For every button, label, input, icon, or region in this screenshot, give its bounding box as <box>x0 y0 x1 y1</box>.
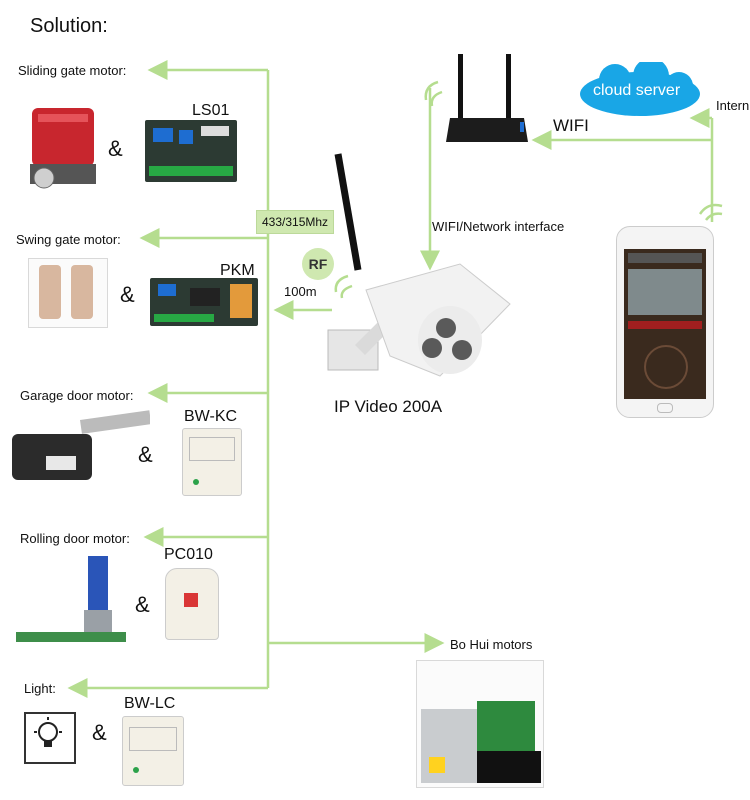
bwkc-module-image <box>182 428 242 496</box>
module-pkm-label: PKM <box>220 262 255 279</box>
label-light: Light: <box>24 681 56 696</box>
label-rolling-door: Rolling door motor: <box>20 531 130 546</box>
module-bwkc-label: BW-KC <box>184 408 238 425</box>
lightbulb-icon <box>24 712 76 764</box>
amp-garage: & <box>138 442 153 467</box>
wifi-router-image <box>440 52 530 148</box>
label-bohui-motors: Bo Hui motors <box>450 637 533 652</box>
sliding-gate-motor-image <box>24 104 102 190</box>
swing-gate-motor-image <box>28 258 108 328</box>
range-label: 100m <box>284 284 317 299</box>
ls01-board-image <box>145 120 237 182</box>
wave-router-1 <box>424 80 439 101</box>
label-swing-gate: Swing gate motor: <box>16 232 121 247</box>
pkm-board-image <box>150 278 258 326</box>
label-sliding-gate: Sliding gate motor: <box>18 63 127 78</box>
ip-camera-image <box>320 150 520 390</box>
wave-router-2 <box>430 90 443 107</box>
label-garage-door: Garage door motor: <box>20 388 134 403</box>
module-bwlc-label: BW-LC <box>124 695 176 712</box>
rolling-door-motor-image <box>16 550 126 645</box>
wifi-label: WIFI <box>553 116 589 135</box>
wave-camera-1 <box>334 274 349 293</box>
page-title: Solution: <box>30 15 108 37</box>
wifi-network-label: WIFI/Network interface <box>432 219 565 234</box>
internet-label: Intern <box>716 98 750 113</box>
bohui-motor-image <box>416 660 544 788</box>
frequency-badge: 433/315Mhz <box>256 210 335 234</box>
wave-phone-1 <box>698 203 723 215</box>
wave-phone-2 <box>705 212 723 221</box>
amp-sliding: & <box>108 136 123 161</box>
amp-rolling: & <box>135 592 150 617</box>
module-pc010-label: PC010 <box>164 546 213 563</box>
amp-swing: & <box>120 282 135 307</box>
rf-badge: RF <box>302 248 334 280</box>
wave-camera-2 <box>340 284 353 299</box>
module-ls01-label: LS01 <box>192 102 230 119</box>
camera-label: IP Video 200A <box>334 397 443 416</box>
amp-light: & <box>92 720 107 745</box>
garage-door-motor-image <box>10 404 152 484</box>
smartphone-image <box>616 226 714 418</box>
cloud-server-image <box>575 58 705 120</box>
bwlc-module-image <box>122 716 184 786</box>
pc010-module-image <box>165 568 219 640</box>
cloud-server-label: cloud server <box>593 82 681 99</box>
